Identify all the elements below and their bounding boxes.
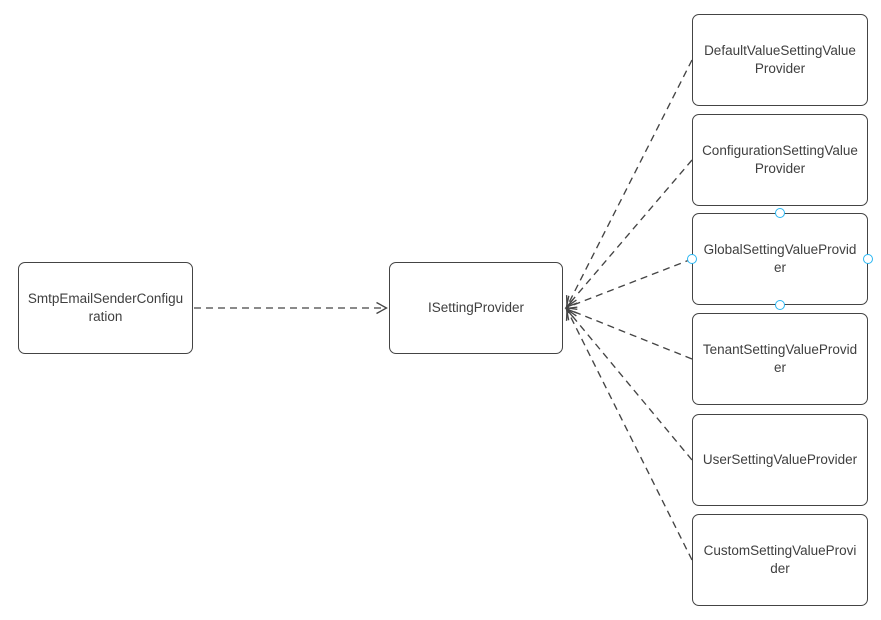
node-user-setting-value-provider[interactable]: UserSettingValueProvider <box>692 414 868 506</box>
node-label: ConfigurationSettingValueProvider <box>702 143 858 176</box>
edge-provider-0-to-interface[interactable] <box>565 59 693 308</box>
node-label: TenantSettingValueProvider <box>702 342 858 375</box>
node-label: UserSettingValueProvider <box>702 452 858 468</box>
node-label: GlobalSettingValueProvider <box>703 242 857 275</box>
connection-point-bottom[interactable] <box>775 300 785 310</box>
node-global-setting-value-provider[interactable]: GlobalSettingValueProvider <box>692 213 868 305</box>
edge-provider-5-to-interface[interactable] <box>565 308 693 561</box>
node-configuration-setting-value-provider[interactable]: ConfigurationSettingValueProvider <box>692 114 868 206</box>
node-tenant-setting-value-provider[interactable]: TenantSettingValueProvider <box>692 313 868 405</box>
edge-provider-4-to-interface[interactable] <box>565 307 693 461</box>
connection-point-right[interactable] <box>863 254 873 264</box>
edge-provider-1-to-interface[interactable] <box>565 159 693 309</box>
node-smtp-email-sender-configuration[interactable]: SmtpEmailSenderConfiguration <box>18 262 193 354</box>
node-label: ISettingProvider <box>427 300 525 316</box>
node-label: SmtpEmailSenderConfiguration <box>27 291 184 324</box>
node-default-value-setting-value-provider[interactable]: DefaultValueSettingValueProvider <box>692 14 868 106</box>
node-label: DefaultValueSettingValueProvider <box>704 43 856 76</box>
node-isetting-provider[interactable]: ISettingProvider <box>389 262 563 354</box>
node-label: CustomSettingValueProvider <box>703 543 857 576</box>
edge-provider-3-to-interface[interactable] <box>564 306 693 360</box>
node-custom-setting-value-provider[interactable]: CustomSettingValueProvider <box>692 514 868 606</box>
edge-provider-2-to-interface[interactable] <box>564 258 693 310</box>
connection-point-top[interactable] <box>775 208 785 218</box>
connection-point-left[interactable] <box>687 254 697 264</box>
